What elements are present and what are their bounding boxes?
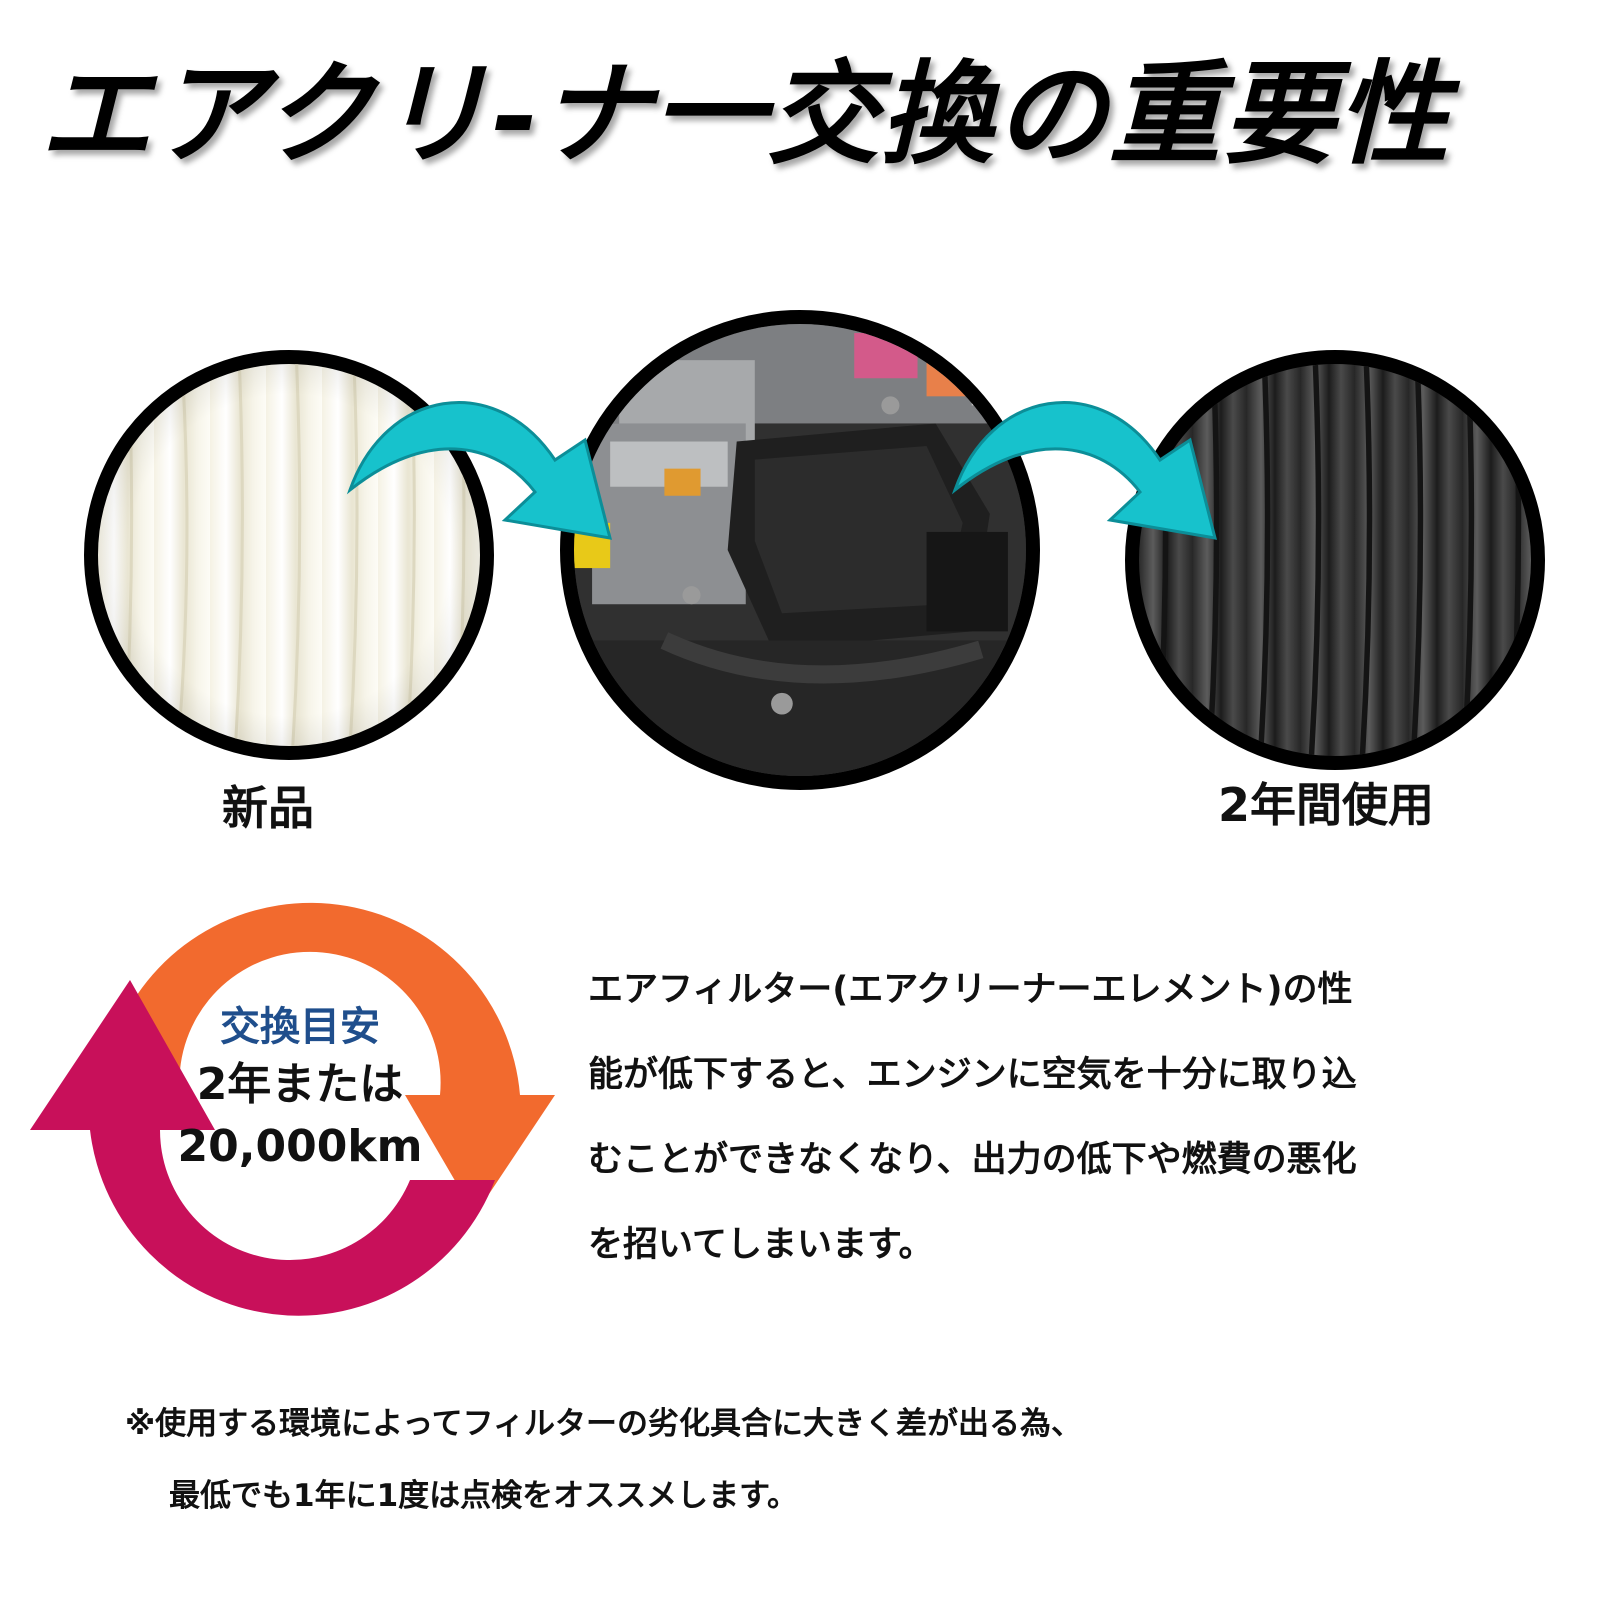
curved-arrow-icon-1 xyxy=(346,401,613,540)
used-filter-pleats xyxy=(1155,364,1522,756)
description-line: を招いてしまいます。 xyxy=(588,1225,934,1265)
description-line: 能が低下すると、エンジンに空気を十分に取り込 xyxy=(588,1055,1357,1095)
footnote-line: ※使用する環境によってフィルターの劣化具合に大きく差が出る為、 xyxy=(125,1406,1083,1442)
engine-illustration xyxy=(574,324,1026,776)
footnote: ※使用する環境によってフィルターの劣化具合に大きく差が出る為、 最低でも1年に1… xyxy=(125,1388,1565,1532)
new-filter-label: 新品 xyxy=(222,781,314,835)
guideline-years: 2年または xyxy=(196,1059,404,1110)
replacement-cycle-icon xyxy=(30,902,555,1316)
page-title: エアクリ-ナ一交換の重要性 xyxy=(40,49,1451,180)
used-filter-label: 2年間使用 xyxy=(1218,778,1435,832)
guideline-distance: 20,000km xyxy=(177,1121,423,1172)
description-text: エアフィルター(エアクリーナーエレメント)の性 能が低下すると、エンジンに空気を… xyxy=(588,948,1578,1288)
replacement-guideline: 交換目安 2年または 20,000km xyxy=(140,1000,460,1178)
footnote-line: 最低でも1年に1度は点検をオススメします。 xyxy=(169,1478,799,1514)
description-line: エアフィルター(エアクリーナーエレメント)の性 xyxy=(588,970,1353,1010)
guideline-heading: 交換目安 xyxy=(220,1004,380,1050)
engine-bay-image xyxy=(560,310,1040,790)
curved-arrow-icon-2 xyxy=(951,401,1218,540)
description-line: むことができなくなり、出力の低下や燃費の悪化 xyxy=(588,1140,1357,1180)
